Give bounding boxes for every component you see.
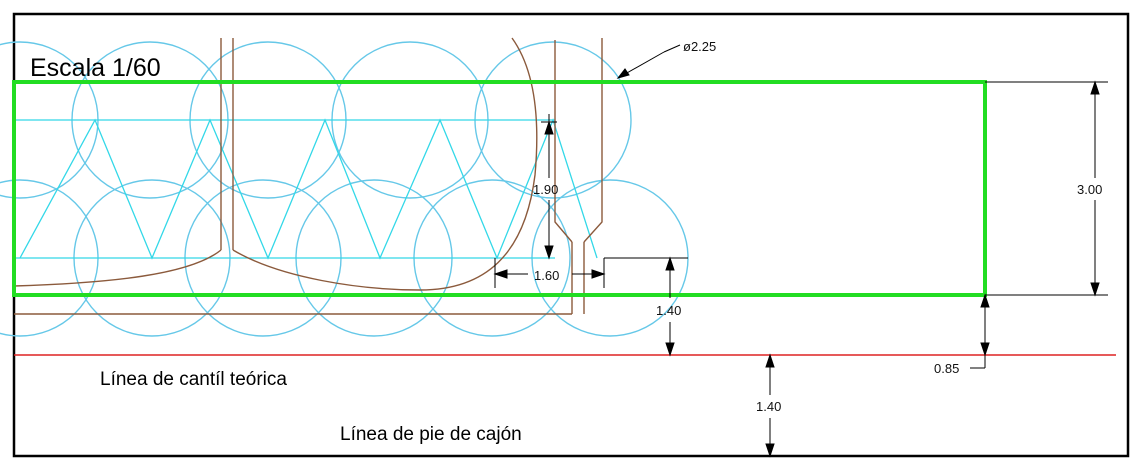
dimension-1-40-upper: 1.40 bbox=[656, 303, 681, 318]
dimension-1-90: 1.90 bbox=[533, 182, 558, 197]
green-box bbox=[12, 80, 987, 297]
scale-label: Escala 1/60 bbox=[30, 54, 161, 82]
truss-layer bbox=[14, 118, 598, 260]
circle-layer bbox=[0, 41, 689, 337]
foot-line-label: Línea de pie de cajón bbox=[340, 424, 522, 445]
cantil-line-label: Línea de cantíl teórica bbox=[100, 369, 287, 390]
caisson-structure bbox=[13, 37, 603, 315]
dimension-0-85: 0.85 bbox=[934, 361, 959, 376]
dimension-1-40-lower: 1.40 bbox=[756, 399, 781, 414]
dimension-layer bbox=[493, 44, 1108, 458]
dimension-3-00: 3.00 bbox=[1077, 182, 1102, 197]
dimension-1-60: 1.60 bbox=[534, 268, 559, 283]
diameter-label: ø2.25 bbox=[683, 39, 716, 54]
